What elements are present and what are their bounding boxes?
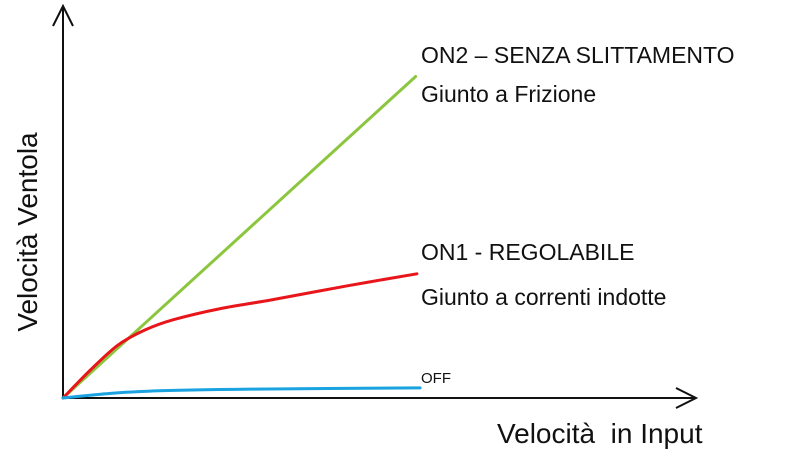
y-axis [52, 3, 74, 399]
x-axis-label: Velocità in Input [497, 418, 703, 449]
y-axis-label: Velocità Ventola [12, 132, 43, 332]
series-line-on1 [61, 272, 419, 400]
series-line-off [61, 386, 422, 400]
x-axis [62, 387, 699, 409]
label-on1-subtitle: Giunto a correnti indotte [421, 284, 666, 310]
label-on2-subtitle: Giunto a Frizione [421, 81, 596, 107]
label-off: OFF [421, 370, 451, 387]
series-line-on2 [61, 74, 418, 400]
label-on2-title: ON2 – SENZA SLITTAMENTO [421, 42, 735, 68]
label-on1-title: ON1 - REGOLABILE [421, 239, 634, 265]
